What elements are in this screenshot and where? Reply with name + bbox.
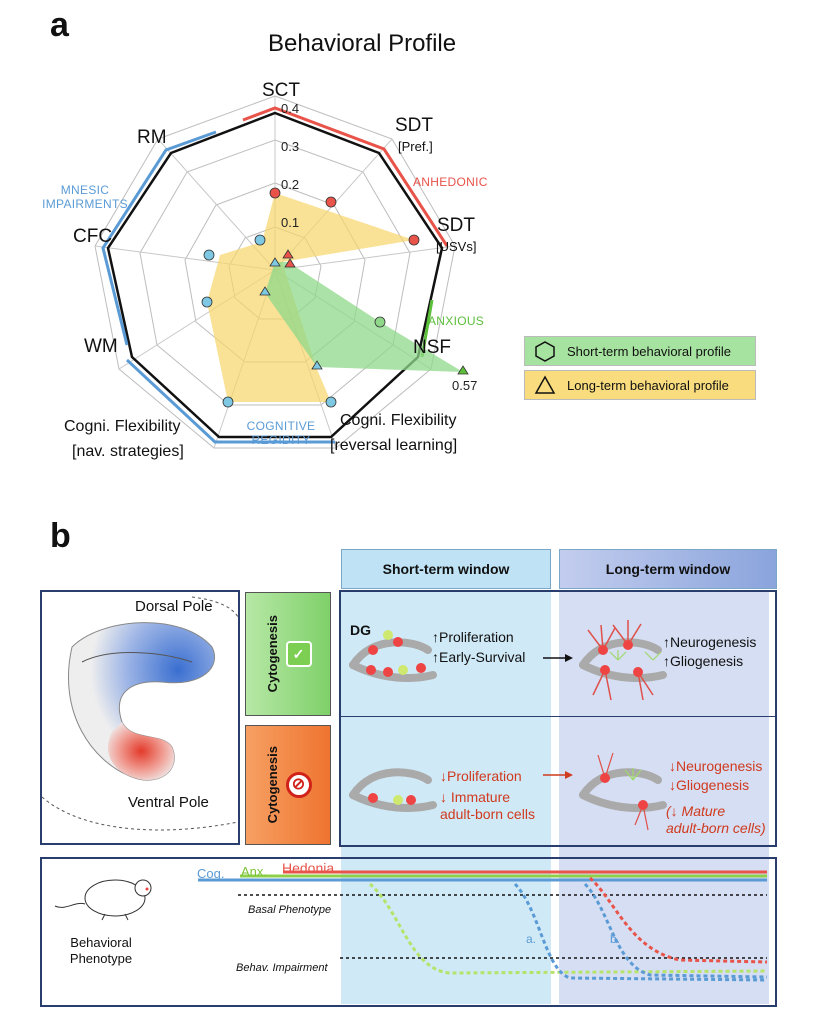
anx-label: Anx. (241, 864, 268, 879)
tick-0-2: 0.2 (281, 177, 300, 192)
legend-long-term: Long-term behavioral profile (524, 370, 756, 400)
anhedonic-arc (242, 106, 449, 247)
axis-label-cfc: CFC (73, 226, 113, 247)
legend-short-term: Short-term behavioral profile (524, 336, 756, 366)
marker-cfc-long (203, 249, 215, 261)
marker-cf-rev-short (311, 360, 323, 370)
down-short-2: ↓ Immature (440, 789, 511, 805)
legend-short-label: Short-term behavioral profile (567, 343, 732, 359)
panel-letter-b: b (50, 517, 71, 555)
dorsal-pole-label: Dorsal Pole (135, 598, 213, 615)
up-short-2: ↑Early-Survival (432, 649, 526, 665)
behav-impairment-label: Behav. Impairment (236, 962, 328, 974)
marker-sct-long (269, 187, 281, 199)
dg-illustrations (349, 620, 667, 831)
short-term-area (265, 262, 463, 372)
cognitive-arc (125, 358, 335, 444)
short-window-header: Short-term window (341, 549, 551, 589)
down-long-3: (↓ Mature (666, 803, 726, 819)
axis-label-rm: RM (137, 127, 167, 148)
marker-cf-nav-long (222, 396, 234, 408)
hexagon-icon (535, 341, 555, 362)
row-divider (341, 716, 775, 717)
marker-wm-long (201, 296, 213, 308)
dg-label: DG (350, 622, 371, 638)
anxious-arc (420, 299, 434, 358)
tick-0-3: 0.3 (281, 139, 300, 154)
panel-letter-a: a (50, 6, 69, 44)
marker-sdt-pref (282, 249, 294, 259)
cytogenesis-up-label: Cytogenesis (264, 615, 280, 693)
cog-label: Cog. (197, 866, 225, 881)
axis-label-wm: WM (84, 336, 118, 357)
marker-cf-rev-long (325, 396, 337, 408)
marker-sct (269, 257, 281, 267)
axis-label-sdt-pref: SDT (395, 115, 433, 136)
cytogenesis-up-box: Cytogenesis ✓ (245, 592, 331, 716)
hedonia-label: Hedonia (282, 860, 335, 876)
mouse-icon (54, 879, 152, 921)
down-long-2: ↓Gliogenesis (669, 777, 750, 793)
panel-a-title: Behavioral Profile (268, 30, 457, 57)
marker-sdt-usv-long (408, 234, 420, 246)
phenotype-timeline (198, 870, 768, 982)
down-short-3: adult-born cells (440, 806, 535, 822)
axis-label-cf-rev: Cogni. Flexibility (340, 412, 457, 429)
marker-nsf-short (457, 365, 469, 375)
check-icon: ✓ (285, 641, 312, 667)
axis-sub-usv: [USVs] (436, 239, 477, 254)
marker-b-label: b. (610, 932, 621, 946)
axis-sub-pref: [Pref.] (398, 139, 433, 154)
mnesic-arc (101, 130, 217, 346)
hippocampus-illustration (42, 596, 238, 831)
up-long-1: ↑Neurogenesis (663, 634, 757, 650)
cytogenesis-down-label: Cytogenesis (264, 746, 280, 824)
ventral-pole-label: Ventral Pole (128, 794, 209, 811)
legend-long-label: Long-term behavioral profile (567, 377, 729, 393)
up-long-2: ↑Gliogenesis (663, 653, 744, 669)
marker-a-label: a. (526, 932, 537, 946)
group-label-mnesic: MNESIC IMPAIRMENTS (42, 183, 128, 211)
group-label-cognitive: COGNITIVE REGIDITY (246, 419, 316, 447)
axis-sub-cf-nav: [nav. strategies] (72, 443, 184, 460)
prohibited-icon: ⊘ (285, 772, 312, 798)
group-label-anhedonic: ANHEDONIC (413, 175, 488, 189)
down-long-1: ↓Neurogenesis (669, 758, 763, 774)
marker-rm-long (254, 234, 266, 246)
cytogenesis-down-box: Cytogenesis ⊘ (245, 725, 331, 845)
radar-chart (94, 95, 469, 449)
group-label-anxious: ANXIOUS (428, 314, 485, 328)
long-window-header: Long-term window (559, 549, 777, 589)
phenotype-frame (40, 857, 777, 1007)
outlier-value: 0.57 (452, 378, 478, 393)
axis-label-cf-nav: Cogni. Flexibility (64, 418, 181, 435)
basal-phenotype-label: Basal Phenotype (248, 904, 332, 916)
up-short-1: ↑Proliferation (432, 629, 514, 645)
marker-cf-nav-short (259, 286, 271, 296)
down-short-1: ↓Proliferation (440, 768, 522, 784)
marker-sdt-usv (284, 258, 296, 268)
axis-label-nsf: NSF (413, 337, 451, 358)
marker-nsf-long (374, 316, 386, 328)
behavioral-phenotype-label: Behavioral Phenotype (69, 935, 133, 966)
down-long-4: adult-born cells) (666, 820, 766, 836)
tick-0-4: 0.4 (281, 101, 300, 116)
axis-sub-cf-rev: [reversal learning] (330, 437, 458, 454)
long-term-markers (201, 187, 420, 408)
window-content-frame (339, 590, 777, 847)
triangle-icon (534, 375, 556, 394)
marker-sdt-pref-long (325, 196, 337, 208)
tick-0-1: 0.1 (281, 215, 300, 230)
axis-label-sct: SCT (262, 80, 300, 101)
axis-label-sdt-usv: SDT (437, 215, 475, 236)
short-term-markers (259, 249, 469, 375)
radar-outer-frame (106, 111, 444, 439)
